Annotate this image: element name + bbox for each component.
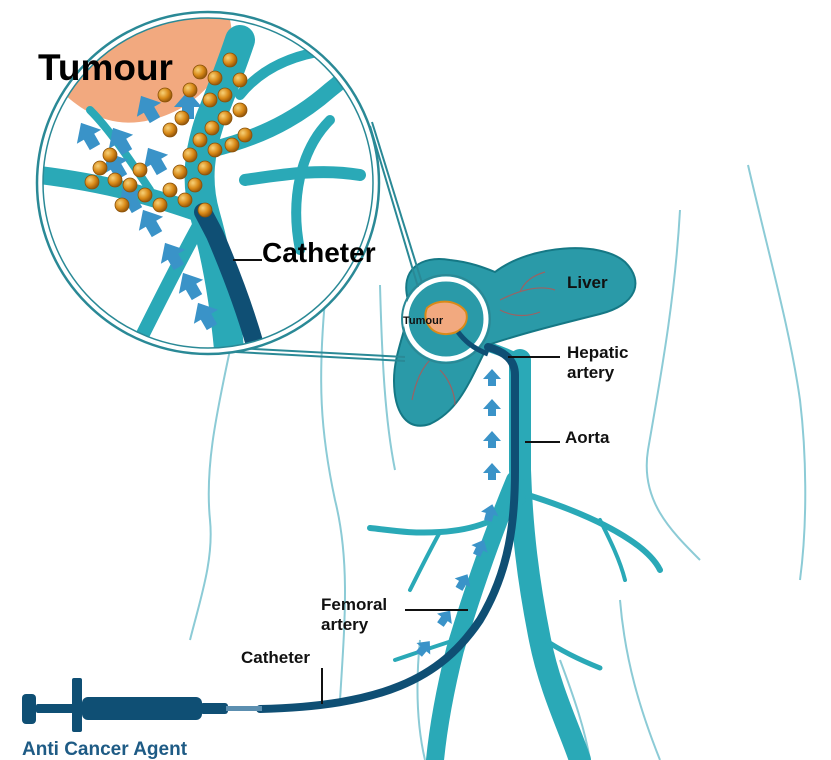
- femoral-artery-label-line2: artery: [321, 615, 369, 634]
- syringe-icon: [22, 678, 262, 732]
- zoom-connector-lines: [235, 121, 423, 362]
- zoom-inset: Tumour Catheter: [35, 10, 381, 356]
- vessel-tree: [367, 337, 663, 760]
- tumour-callout-circle: Tumour: [401, 274, 491, 364]
- catheter-zoom-label: Catheter: [262, 237, 376, 268]
- catheter-label: Catheter: [241, 648, 310, 667]
- hepatic-artery-label-line1: Hepatic: [567, 343, 628, 362]
- femoral-artery-label-line1: Femoral: [321, 595, 387, 614]
- liver-label: Liver: [567, 273, 608, 292]
- flow-arrow-icon: [76, 91, 219, 331]
- tumour-small-label: Tumour: [403, 315, 444, 327]
- flow-arrow-icon: [415, 369, 501, 657]
- body-outline: [189, 164, 807, 760]
- catheter-line: [256, 343, 519, 713]
- drug-bead-icon: [84, 52, 253, 218]
- hepatic-artery-label-line2: artery: [567, 363, 615, 382]
- anti-cancer-agent-label: Anti Cancer Agent: [22, 739, 188, 760]
- aorta-label: Aorta: [565, 428, 610, 447]
- annotation-leaders: [321, 356, 560, 704]
- tumour-zoom-label: Tumour: [38, 47, 173, 88]
